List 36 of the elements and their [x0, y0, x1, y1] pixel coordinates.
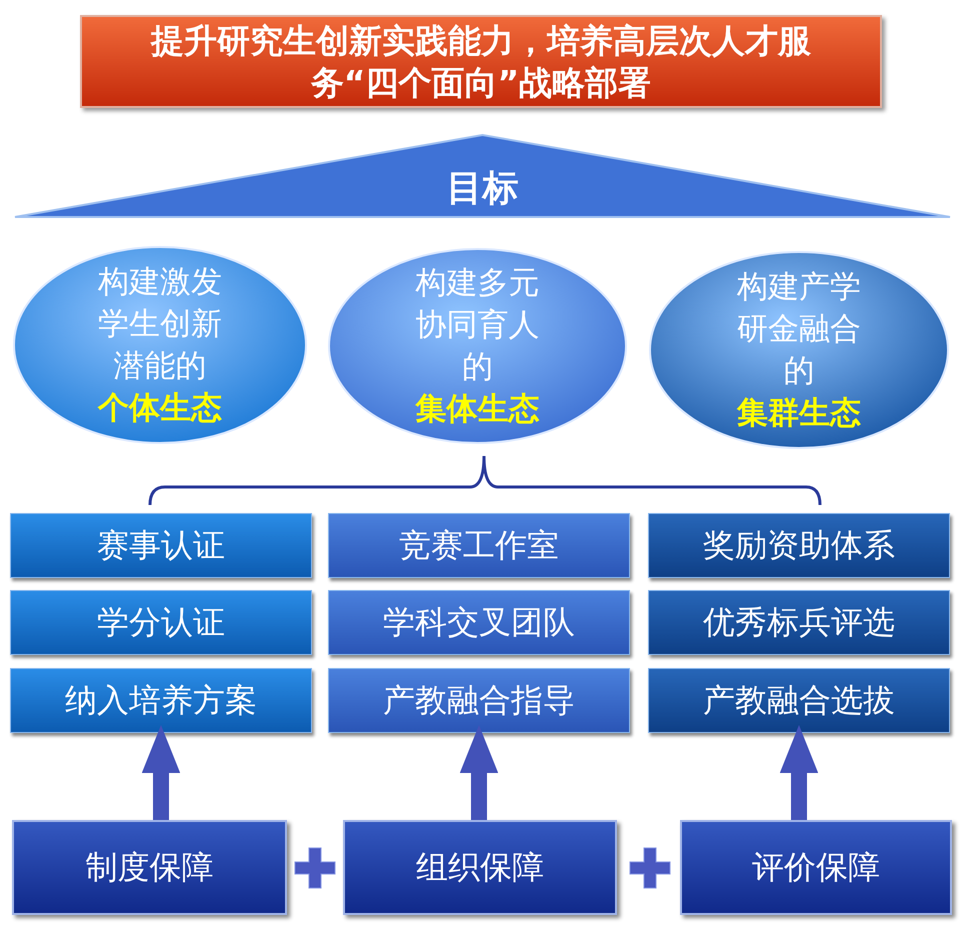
support-card: [680, 820, 952, 915]
measure-text: 产教融合选拔: [703, 680, 895, 720]
measure-text: 赛事认证: [97, 524, 225, 566]
title-banner: [80, 15, 882, 108]
support-card: [12, 820, 287, 915]
up-arrow: [460, 725, 498, 820]
measure-text: 竞赛工作室: [399, 524, 559, 566]
support-text: 评价保障: [752, 846, 880, 888]
ecology-highlight: 个体生态: [98, 389, 222, 428]
ecology-highlight: 集体生态: [416, 390, 540, 429]
support-text: 组织保障: [416, 846, 544, 888]
measure-card: [328, 668, 630, 733]
measure-card: [648, 513, 950, 578]
ecology-highlight: 集群生态: [737, 394, 861, 433]
measure-card: [328, 513, 630, 578]
measure-card: [10, 668, 312, 733]
up-arrow: [780, 725, 818, 820]
goal-text: 构建多元协同育人的: [414, 264, 540, 387]
measure-text: 优秀标兵评选: [703, 602, 895, 642]
title-text: 提升研究生创新实践能力，培养高层次人才服务“四个面向”战略部署: [149, 20, 812, 104]
goal-text: 构建激发学生创新潜能的: [97, 263, 223, 386]
measure-text: 产教融合指导: [383, 680, 575, 720]
measure-card: [10, 590, 312, 655]
support-card: [343, 820, 617, 915]
goal-text: 构建产学研金融合的: [736, 268, 862, 391]
measure-text: 学科交叉团队: [383, 602, 575, 642]
measure-card: [648, 590, 950, 655]
measure-card: [10, 513, 312, 578]
support-text: 制度保障: [86, 846, 214, 888]
measure-card: [328, 590, 630, 655]
measure-text: 奖励资助体系: [703, 524, 895, 566]
measure-text: 学分认证: [97, 602, 225, 642]
goal-heading: 目标: [446, 167, 518, 211]
measure-text: 纳入培养方案: [65, 680, 257, 720]
up-arrow: [142, 725, 180, 820]
measure-card: [648, 668, 950, 733]
